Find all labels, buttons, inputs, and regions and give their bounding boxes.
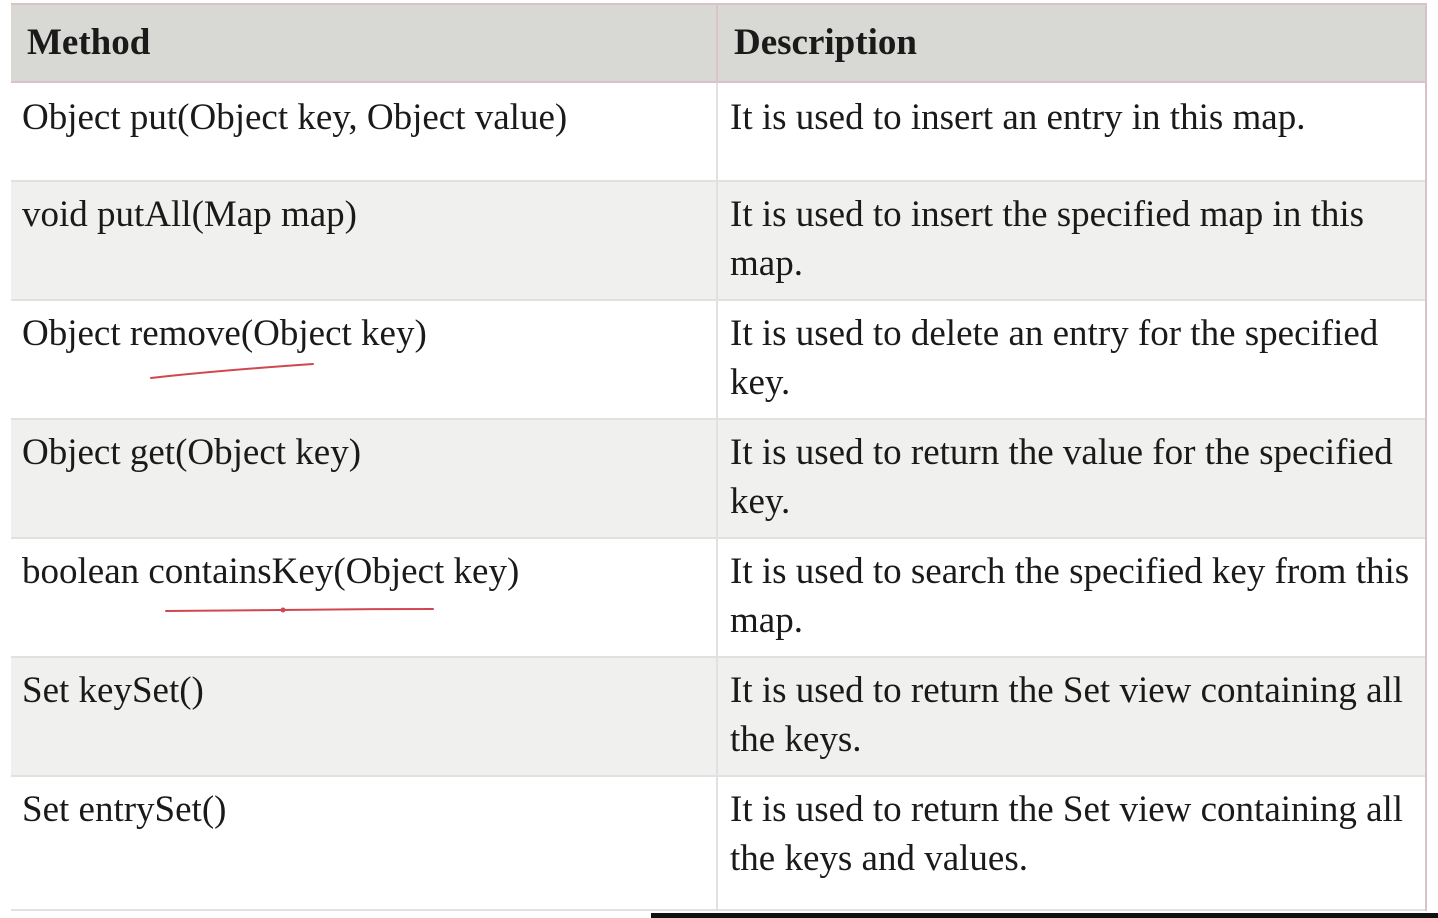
table-row: void putAll(Map map) It is used to inser… xyxy=(11,182,1425,301)
method-cell: Object remove(Object key) xyxy=(11,301,718,418)
method-cell: boolean containsKey(Object key) xyxy=(11,539,718,656)
description-cell: It is used to insert an entry in this ma… xyxy=(730,97,1306,138)
table-row: Set keySet() It is used to return the Se… xyxy=(11,658,1425,777)
table-row: boolean containsKey(Object key) It is us… xyxy=(11,539,1425,658)
description-cell: It is used to return the Set view contai… xyxy=(730,670,1404,760)
description-cell: It is used to insert the specified map i… xyxy=(730,194,1365,284)
description-cell: It is used to delete an entry for the sp… xyxy=(730,313,1379,403)
table-row: Object get(Object key) It is used to ret… xyxy=(11,420,1425,539)
table-row: Object remove(Object key) It is used to … xyxy=(11,301,1425,420)
method-cell: Set entrySet() xyxy=(11,777,718,909)
table-row: Set entrySet() It is used to return the … xyxy=(11,777,1425,911)
method-cell: Set keySet() xyxy=(11,658,718,775)
description-cell: It is used to return the Set view contai… xyxy=(730,789,1404,879)
method-cell: void putAll(Map map) xyxy=(11,182,718,299)
header-method: Method xyxy=(11,5,718,81)
methods-table: Method Description Object put(Object key… xyxy=(11,3,1427,911)
method-cell: Object put(Object key, Object value) xyxy=(11,83,718,180)
description-cell: It is used to return the value for the s… xyxy=(730,432,1393,522)
method-cell: Object get(Object key) xyxy=(11,420,718,537)
description-cell: It is used to search the specified key f… xyxy=(730,551,1410,641)
table-header-row: Method Description xyxy=(11,5,1425,83)
table-row: Object put(Object key, Object value) It … xyxy=(11,83,1425,182)
header-description: Description xyxy=(734,22,917,63)
screen-edge-bar xyxy=(651,913,1438,918)
